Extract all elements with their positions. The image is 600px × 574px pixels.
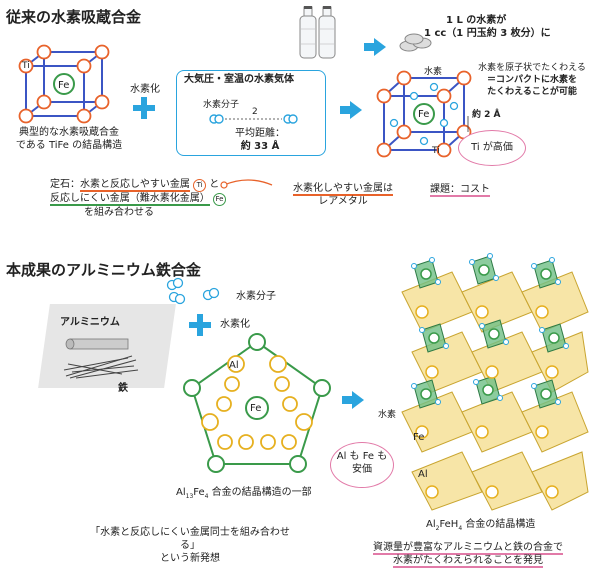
arrow-right-icon [342, 391, 364, 409]
tife-caption: 典型的な水素吸蔵合金 である TiFe の結晶構造 [15, 127, 123, 151]
hydrogen-atom-label: 水素 [424, 67, 443, 77]
ti-badge: Ti [193, 179, 207, 192]
arrow-right-icon [340, 101, 362, 119]
tife-hydride-structure [376, 70, 472, 158]
gas-box [176, 70, 326, 156]
aluminium-label: アルミニウム [60, 317, 120, 328]
iron-label: 鉄 [118, 383, 128, 394]
molecule-label: 水素分子 [236, 291, 276, 302]
gas-box-title: 大気圧・室温の水素気体 [184, 74, 294, 85]
bottle-caption: 1 L の水素が 1 cc（1 円玉約 3 枚分）に [424, 15, 551, 39]
curved-arrow-icon [220, 179, 273, 189]
plus-icon [189, 314, 211, 336]
hydrogenation-label: 水素化 [220, 319, 250, 330]
distance-2a-label: 約 2 Å [472, 110, 501, 120]
ti-atom-label: Ti [22, 61, 30, 71]
cheap-callout: Al も Fe も 安価 [330, 442, 394, 488]
gas-distance: 平均距離： 約 33 Å [235, 128, 285, 152]
fe-atom-label: Fe [250, 403, 262, 414]
issue-cost: 課題：コスト [430, 184, 490, 197]
al2feh4-caption: Al2FeH4 合金の結晶構造 [426, 519, 536, 532]
aluminium-foil-roll-illustration [65, 338, 129, 350]
coins-illustration [399, 33, 432, 52]
molecules-illustration [166, 277, 220, 305]
ti-expensive-callout: Ti が高価 [458, 130, 526, 166]
fe-atom-label: Fe [58, 80, 70, 91]
section-title-new: 本成果のアルミニウム鉄合金 [6, 261, 201, 279]
ti-atom-label: Ti [432, 146, 440, 156]
plus-icon [133, 97, 155, 119]
al-atom-label: Al [229, 360, 239, 371]
conventional-note: 定石：水素と反応しやすい金属 Ti と 反応しにくい金属（難水素化金属） Fe … [50, 178, 240, 219]
iron-wires-illustration [63, 355, 139, 379]
al13fe4-caption: Al13Fe4 合金の結晶構造の一部 [176, 487, 312, 500]
gas-molecule-label: 水素分子 [203, 100, 240, 110]
arrow-right-icon [364, 38, 386, 56]
section-title-conventional: 従来の水素吸蔵合金 [6, 8, 142, 26]
fe-badge: Fe [213, 193, 226, 206]
al2feh4-crystal-structure [401, 253, 589, 511]
gas-distance-number: 2 [252, 107, 258, 117]
result-caption: 資源量が豊富なアルミニウムと鉄の合金で 水素がたくわえられることを発見 [373, 542, 563, 568]
al-atom-label: Al [418, 469, 428, 480]
hydrogenation-label: 水素化 [130, 84, 160, 95]
water-bottles-illustration [299, 6, 336, 59]
tife-crystal-structure [18, 44, 110, 124]
fe-atom-label: Fe [413, 432, 425, 443]
hydrogen-atom-label: 水素 [378, 410, 397, 420]
al13fe4-crystal-structure [183, 333, 331, 473]
new-idea-caption: 「水素と反応しにくい金属同士を組み合わせる」 という新発想 [90, 527, 290, 564]
compact-storage-note: 水素を原子状でたくわえる ＝コンパクトに水素を たくわえることが可能 [478, 63, 586, 97]
fe-atom-label: Fe [418, 109, 430, 120]
rare-metal-note: 水素化しやすい金属は レアメタル [293, 183, 393, 207]
gas-molecules-illustration [209, 114, 298, 124]
